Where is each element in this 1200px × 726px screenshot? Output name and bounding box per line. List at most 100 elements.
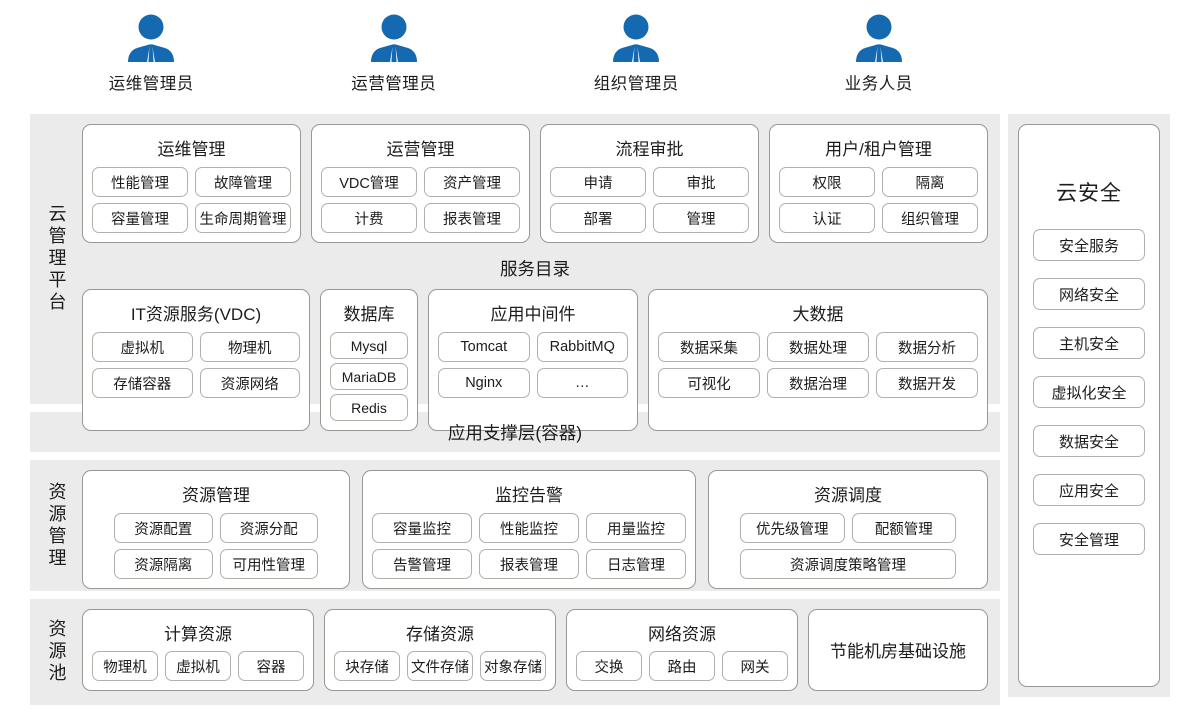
chip-row: 性能管理 故障管理 xyxy=(92,167,291,197)
chip[interactable]: 报表管理 xyxy=(424,203,520,233)
chip[interactable]: … xyxy=(536,368,628,398)
card-resource-management[interactable]: 资源管理 资源配置 资源分配 资源隔离 可用性管理 xyxy=(82,470,350,589)
chip[interactable]: 资源调度策略管理 xyxy=(740,549,956,579)
card-it-resource-service[interactable]: IT资源服务(VDC) 虚拟机 物理机 存储容器 资源网络 xyxy=(82,289,310,431)
chip[interactable]: Nginx xyxy=(438,368,530,398)
chip[interactable]: 存储容器 xyxy=(92,368,193,398)
chip[interactable]: 计费 xyxy=(321,203,417,233)
card-application-middleware[interactable]: 应用中间件 Tomcat RabbitMQ Nginx … xyxy=(428,289,638,431)
card-resource-scheduling[interactable]: 资源调度 优先级管理 配额管理 资源调度策略管理 xyxy=(708,470,988,589)
chip[interactable]: 数据治理 xyxy=(767,368,869,398)
chip[interactable]: Redis xyxy=(330,394,408,421)
card-ops-management[interactable]: 运维管理 性能管理 故障管理 容量管理 生命周期管理 xyxy=(82,124,301,243)
chip-row: 计费 报表管理 xyxy=(321,203,520,233)
security-item[interactable]: 主机安全 xyxy=(1033,327,1145,359)
chip[interactable]: 申请 xyxy=(550,167,646,197)
chip[interactable]: 容器 xyxy=(238,651,304,681)
chip[interactable]: 容量管理 xyxy=(92,203,188,233)
actor-1[interactable]: 运营管理员 xyxy=(319,14,469,94)
chip[interactable]: 资源隔离 xyxy=(114,549,213,579)
chip[interactable]: 数据采集 xyxy=(658,332,760,362)
chip[interactable]: RabbitMQ xyxy=(536,332,628,362)
card-database[interactable]: 数据库 Mysql MariaDB Redis xyxy=(320,289,418,431)
chip[interactable]: 告警管理 xyxy=(372,549,472,579)
chip[interactable]: 物理机 xyxy=(199,332,300,362)
chip[interactable]: 路由 xyxy=(649,651,715,681)
security-item[interactable]: 网络安全 xyxy=(1033,278,1145,310)
chip[interactable]: 数据处理 xyxy=(767,332,869,362)
chip[interactable]: 管理 xyxy=(653,203,749,233)
band-cloud-security: 云安全 安全服务 网络安全 主机安全 虚拟化安全 数据安全 应用安全 安全管理 xyxy=(1008,114,1170,697)
security-item[interactable]: 应用安全 xyxy=(1033,474,1145,506)
chip[interactable]: 隔离 xyxy=(882,167,978,197)
actor-3[interactable]: 业务人员 xyxy=(804,14,954,94)
chip[interactable]: 虚拟机 xyxy=(165,651,231,681)
chip[interactable]: 报表管理 xyxy=(479,549,579,579)
chip-row: 可视化 数据治理 数据开发 xyxy=(658,368,978,398)
chip[interactable]: 优先级管理 xyxy=(740,513,845,543)
card-process-approval[interactable]: 流程审批 申请 审批 部署 管理 xyxy=(540,124,759,243)
actor-label: 组织管理员 xyxy=(593,75,679,93)
security-item[interactable]: 安全管理 xyxy=(1033,523,1145,555)
chip-row: 数据采集 数据处理 数据分析 xyxy=(658,332,978,362)
chip[interactable]: 文件存储 xyxy=(407,651,473,681)
chip[interactable]: 组织管理 xyxy=(882,203,978,233)
chip[interactable]: 部署 xyxy=(550,203,646,233)
card-green-datacenter-infrastructure[interactable]: 节能机房基础设施 xyxy=(808,609,988,691)
chip[interactable]: 网关 xyxy=(722,651,788,681)
chip[interactable]: 数据分析 xyxy=(876,332,978,362)
chip[interactable]: 故障管理 xyxy=(195,167,291,197)
chip[interactable]: 块存储 xyxy=(334,651,400,681)
card-cloud-security[interactable]: 云安全 安全服务 网络安全 主机安全 虚拟化安全 数据安全 应用安全 安全管理 xyxy=(1018,124,1160,687)
chip[interactable]: 性能管理 xyxy=(92,167,188,197)
chip[interactable]: 资源网络 xyxy=(199,368,300,398)
security-item[interactable]: 虚拟化安全 xyxy=(1033,376,1145,408)
chip[interactable]: 资源配置 xyxy=(114,513,213,543)
chip[interactable]: 虚拟机 xyxy=(92,332,193,362)
chip-group: 申请 审批 部署 管理 xyxy=(550,167,749,233)
chip[interactable]: 资源分配 xyxy=(219,513,318,543)
chip[interactable]: 生命周期管理 xyxy=(195,203,291,233)
actor-0[interactable]: 运维管理员 xyxy=(76,14,226,94)
card-title: 大数据 xyxy=(792,305,844,324)
actor-label: 业务人员 xyxy=(844,75,913,93)
chip[interactable]: Tomcat xyxy=(438,332,530,362)
chip[interactable]: MariaDB xyxy=(330,363,408,390)
chip[interactable]: 审批 xyxy=(653,167,749,197)
chip[interactable]: 物理机 xyxy=(92,651,158,681)
chip[interactable]: 资产管理 xyxy=(424,167,520,197)
chip[interactable]: 认证 xyxy=(779,203,875,233)
platform-stack: 云管理平台 运维管理 性能管理 故障管理 容量管理 xyxy=(30,114,1000,705)
chip[interactable]: 可视化 xyxy=(658,368,760,398)
chip[interactable]: 性能监控 xyxy=(479,513,579,543)
chip[interactable]: 对象存储 xyxy=(480,651,546,681)
chip[interactable]: 日志管理 xyxy=(586,549,686,579)
chip[interactable]: VDC管理 xyxy=(321,167,417,197)
security-item[interactable]: 安全服务 xyxy=(1033,229,1145,261)
businessman-icon xyxy=(128,14,175,62)
actor-2[interactable]: 组织管理员 xyxy=(561,14,711,94)
chip[interactable]: 配额管理 xyxy=(851,513,956,543)
chip[interactable]: 可用性管理 xyxy=(219,549,318,579)
card-big-data[interactable]: 大数据 数据采集 数据处理 数据分析 可视化 数据治理 xyxy=(648,289,988,431)
chip[interactable]: 交换 xyxy=(576,651,642,681)
businessman-icon xyxy=(855,14,902,62)
chip[interactable]: 权限 xyxy=(779,167,875,197)
card-compute-resource[interactable]: 计算资源 物理机 虚拟机 容器 xyxy=(82,609,314,691)
chip-row: 申请 审批 xyxy=(550,167,749,197)
card-monitoring-alarm[interactable]: 监控告警 容量监控 性能监控 用量监控 告警管理 报表管理 日志管理 xyxy=(362,470,696,589)
card-title: 用户/租户管理 xyxy=(825,140,932,159)
chip[interactable]: 数据开发 xyxy=(876,368,978,398)
chip-group: 性能管理 故障管理 容量管理 生命周期管理 xyxy=(92,167,291,233)
security-item[interactable]: 数据安全 xyxy=(1033,425,1145,457)
chip[interactable]: 用量监控 xyxy=(586,513,686,543)
chip[interactable]: 容量监控 xyxy=(372,513,472,543)
resource-card-row: 资源管理 资源配置 资源分配 资源隔离 可用性管理 xyxy=(82,470,988,589)
card-user-tenant-management[interactable]: 用户/租户管理 权限 隔离 认证 组织管理 xyxy=(769,124,988,243)
card-operation-management[interactable]: 运营管理 VDC管理 资产管理 计费 报表管理 xyxy=(311,124,530,243)
service-catalog: 服务目录 IT资源服务(VDC) 虚拟机 物理机 存储容器 xyxy=(82,253,988,431)
card-storage-resource[interactable]: 存储资源 块存储 文件存储 对象存储 xyxy=(324,609,556,691)
band-body-resource-pool: 计算资源 物理机 虚拟机 容器 存储资源 xyxy=(82,599,1000,705)
card-network-resource[interactable]: 网络资源 交换 路由 网关 xyxy=(566,609,798,691)
chip[interactable]: Mysql xyxy=(330,332,408,359)
